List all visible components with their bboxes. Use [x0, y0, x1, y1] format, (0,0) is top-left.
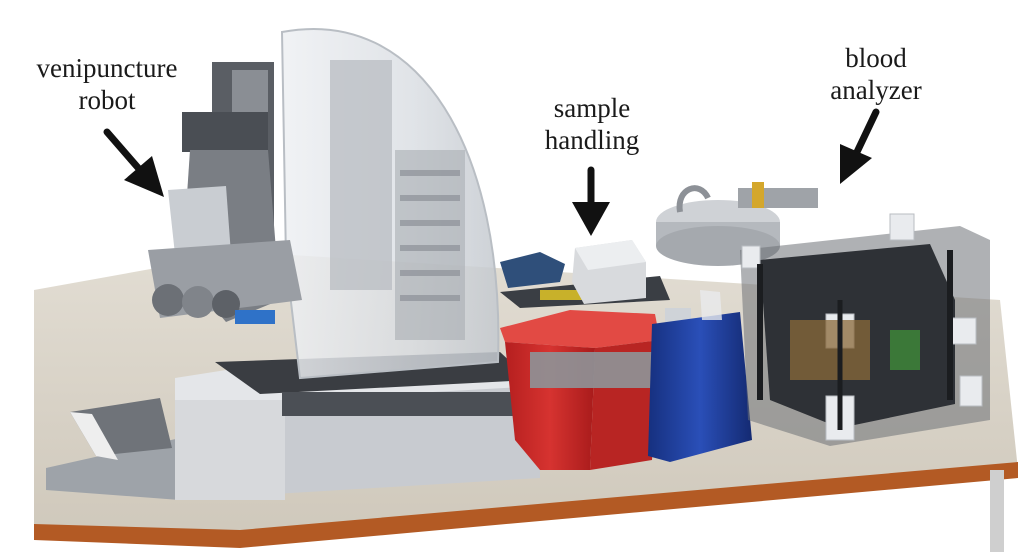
label-blood-analyzer-line1: blood: [845, 43, 907, 73]
label-venipuncture-robot: venipuncture robot: [18, 52, 196, 116]
table-leg: [990, 470, 1004, 552]
label-venipuncture-robot-line1: venipuncture: [36, 53, 178, 83]
blood-analyzer: [656, 182, 990, 446]
sample-handling-unit: [500, 240, 670, 308]
label-sample-handling-line2: handling: [544, 125, 640, 155]
robot-base: [46, 352, 540, 500]
label-blood-analyzer: blood analyzer: [818, 42, 934, 106]
label-venipuncture-robot-line2: robot: [78, 85, 136, 115]
label-blood-analyzer-line2: analyzer: [830, 75, 922, 105]
robot-dome: [280, 28, 500, 380]
arrow-venipuncture-robot: [103, 128, 164, 197]
red-bin: [500, 310, 660, 470]
arrow-sample-handling: [572, 166, 610, 236]
blue-bottle: [648, 290, 752, 462]
label-sample-handling-line1: sample: [553, 93, 631, 123]
robot-arm: [148, 62, 302, 324]
table-edge: [34, 462, 1018, 548]
label-sample-handling: sample handling: [528, 92, 656, 156]
arrow-blood-analyzer: [840, 108, 880, 184]
